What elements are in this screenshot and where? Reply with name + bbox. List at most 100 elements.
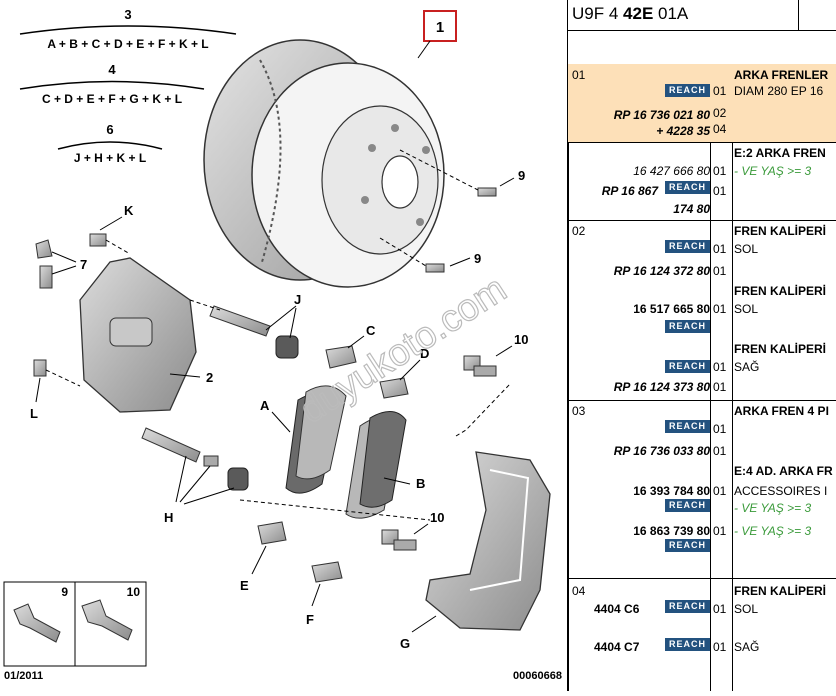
part-side: SOL [734, 302, 759, 316]
part-ref-cont: 174 80 [673, 202, 710, 216]
part-condition: - VE YAŞ >= 3 [734, 164, 812, 178]
part-qty: 01 [713, 444, 727, 458]
panel-subheader [568, 30, 836, 65]
screw-9-icon [13, 603, 61, 643]
part-ref[interactable]: 4404 C7 [594, 640, 640, 654]
part-ref[interactable]: + 4228 35 [656, 124, 710, 138]
formula-4-text: C + D + E + F + G + K + L [42, 92, 182, 106]
part-ref[interactable]: 16 393 784 80 [633, 484, 710, 498]
bolt-10-icon [81, 599, 133, 641]
reach-badge: REACH [665, 84, 710, 97]
label-D: D [420, 346, 429, 361]
legend-9-label: 9 [61, 585, 68, 599]
label-2: 2 [206, 370, 213, 385]
reach-badge: REACH [665, 360, 710, 373]
part-desc: ARKA FREN 4 PI [734, 404, 829, 418]
part-ref[interactable]: RP 16 124 372 80 [613, 264, 710, 278]
part-ref[interactable]: 16 863 739 80 [633, 524, 710, 538]
reach-badge: REACH [665, 539, 710, 552]
part-qty: 01 [713, 360, 727, 374]
label-9-upper: 9 [518, 168, 525, 183]
brake-pad-B: B [345, 411, 425, 519]
screw-9-lower: 9 [379, 237, 481, 273]
part-qty: 01 [713, 264, 727, 278]
part-side: SAĞ [734, 360, 760, 374]
label-10-upper: 10 [514, 332, 528, 347]
panel-header: U9F 4 42E 01A [568, 0, 836, 31]
guide-pin-H: H [141, 427, 249, 525]
part-condition: - VE YAŞ >= 3 [734, 524, 812, 538]
formula-3-text: A + B + C + D + E + F + K + L [47, 37, 208, 51]
part-qty: 01 [713, 84, 727, 98]
bolt-K: K [89, 203, 134, 255]
group-number: 03 [572, 404, 586, 418]
clip-C: C [325, 323, 376, 369]
part-ref[interactable]: 16 517 665 80 [633, 302, 710, 316]
bolt-10-lower: 10 [381, 510, 444, 551]
parts-list-panel: U9F 4 42E 01A 01 4249 30 REACH 01 ARKA F… [567, 0, 836, 691]
part-qty: 01 [713, 164, 727, 178]
model-code: U9F 4 42E 01A [572, 4, 689, 23]
reach-badge: REACH [665, 181, 710, 194]
screw-9-upper: 9 [399, 149, 525, 197]
label-F: F [306, 612, 314, 627]
clip-F: F [306, 561, 343, 627]
diagram-date: 01/2011 [4, 670, 43, 682]
group-03[interactable]: 03 4254 69 REACH 01 ARKA FREN 4 PI RP 16… [568, 400, 836, 579]
fastener-legend: 9 10 [3, 581, 147, 667]
label-C: C [366, 323, 376, 338]
part-ref[interactable]: 4404 C6 [594, 602, 640, 616]
part-ref[interactable]: RP 16 124 373 80 [613, 380, 710, 394]
reach-badge: REACH [665, 499, 710, 512]
part-qty: 01 [713, 524, 727, 538]
formula-6-text: J + H + K + L [74, 151, 146, 165]
label-H: H [164, 510, 173, 525]
formula-6-number: 6 [106, 122, 113, 137]
part-ref[interactable]: RP 16 736 033 80 [613, 444, 710, 458]
part-qty: 01 [713, 302, 727, 316]
formula-4: 4 C + D + E + F + G + K + L [19, 62, 205, 106]
reach-badge: REACH [665, 638, 710, 651]
group-01-main[interactable]: 01 4249 30 REACH 01 ARKA FRENLER DIAM 28… [568, 64, 836, 143]
formula-3: 3 A + B + C + D + E + F + K + L [19, 7, 237, 51]
part-side: SOL [734, 602, 759, 616]
label-E: E [240, 578, 249, 593]
part-qty: 01 [713, 380, 727, 394]
part-ref[interactable]: RP 16 867 [601, 184, 658, 198]
caliper-carrier-G: G [400, 451, 551, 651]
callout-1: 1 [417, 10, 457, 59]
brake-pad-A: A [260, 385, 347, 494]
part-qty: 01 [713, 184, 727, 198]
bleeder-7: 7 [35, 239, 87, 289]
part-ref[interactable]: 16 427 666 80 [633, 164, 710, 178]
part-qty: 02 [713, 106, 727, 120]
diagram-canvas: 3 A + B + C + D + E + F + K + L 4 C + D … [3, 7, 562, 682]
group-02[interactable]: 02 4401 K4 REACH 01 FREN KALİPERİ SOL RP… [568, 220, 836, 401]
formula-3-number: 3 [124, 7, 131, 22]
guide-pin-J: J [209, 292, 301, 359]
part-ref[interactable]: RP 16 736 021 80 [613, 108, 710, 122]
part-side: SOL [734, 242, 759, 256]
part-qty: 04 [713, 122, 727, 136]
group-04[interactable]: 04 4404 C6 REACH 01 FREN KALİPERİ SOL 44… [568, 578, 836, 691]
part-desc: E:4 AD. ARKA FR [734, 464, 833, 478]
label-9-lower: 9 [474, 251, 481, 266]
formula-6: 6 J + H + K + L [57, 122, 163, 165]
part-desc: FREN KALİPERİ [734, 224, 827, 238]
group-number: 02 [572, 224, 586, 238]
label-J: J [294, 292, 301, 307]
formula-4-number: 4 [108, 62, 116, 77]
group-01-alt[interactable]: 16 427 666 80 01 E:2 ARKA FREN - VE YAŞ … [568, 142, 836, 221]
label-10-lower: 10 [430, 510, 444, 525]
callout-1-label: 1 [436, 19, 444, 36]
reach-badge: REACH [665, 600, 710, 613]
part-qty: 01 [713, 422, 727, 436]
drawing-number: 00060668 [513, 670, 562, 682]
part-qty: 01 [713, 484, 727, 498]
part-condition: - VE YAŞ >= 3 [734, 501, 812, 515]
label-7: 7 [80, 257, 87, 272]
label-L: L [30, 406, 38, 421]
label-A: A [260, 398, 270, 413]
caliper-2: 2 [79, 257, 213, 413]
reach-badge: REACH [665, 320, 710, 333]
